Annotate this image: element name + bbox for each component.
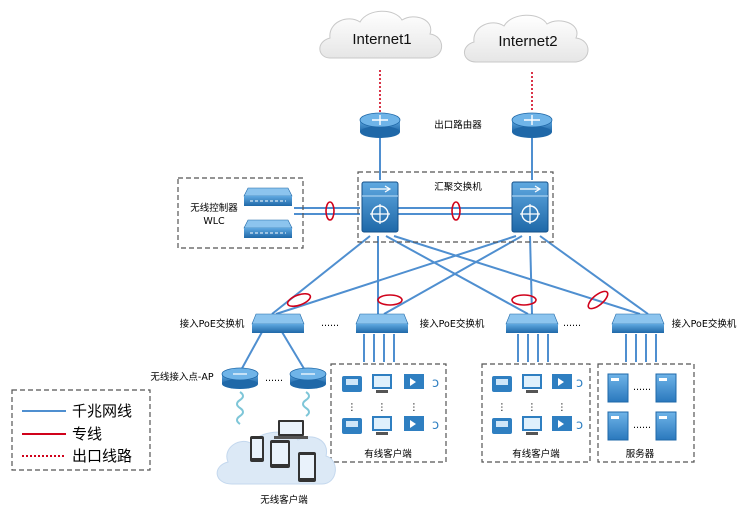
poe-switch-label-2: 接入PoE交换机	[420, 318, 485, 330]
poe-switch-3	[505, 313, 559, 333]
vdots: ⋮	[527, 402, 537, 413]
vdots: ⋮	[497, 402, 507, 413]
server-icon	[607, 373, 629, 403]
desktop-icon	[522, 374, 542, 393]
voip-icon: ↄ	[404, 416, 439, 433]
svg-text:ↄ: ↄ	[576, 418, 583, 433]
vdots: ⋮	[347, 402, 357, 413]
server-icon	[607, 411, 629, 441]
legend-leased-label: 专线	[72, 425, 102, 443]
wired-clients-group-1: ↄ ↄ ⋮ ⋮ ⋮	[342, 374, 439, 435]
server-ellipsis: ......	[633, 382, 651, 393]
switch-ellipsis-2: ......	[563, 318, 581, 329]
servers-group: ...... ......	[607, 373, 677, 441]
wireless-ap-1	[221, 367, 259, 389]
desktop-icon	[372, 416, 392, 435]
svg-text:ↄ: ↄ	[432, 418, 439, 433]
legend: 千兆网线 专线 出口线路	[22, 402, 132, 465]
ip-phone-icon	[342, 418, 362, 434]
server-icon	[655, 411, 677, 441]
legend-gigabit-label: 千兆网线	[72, 402, 132, 420]
aggregation-switch-2	[511, 181, 549, 233]
internet2-cloud: Internet2	[464, 14, 589, 63]
wlc-name-label: 无线控制器	[190, 202, 238, 214]
wireless-signal-links	[236, 391, 310, 425]
wireless-clients-label: 无线客户端	[260, 494, 308, 506]
voip-icon: ↄ	[552, 374, 583, 391]
ap-ellipsis: ......	[265, 373, 283, 384]
wlc-abbr-label: WLC	[203, 216, 225, 227]
vdots: ⋮	[377, 402, 387, 413]
wireless-ap-label: 无线接入点-AP	[150, 371, 213, 383]
gigabit-links	[239, 138, 657, 373]
wireless-clients-cloud	[216, 420, 336, 485]
poe-switch-label-3: 接入PoE交换机	[672, 318, 737, 330]
egress-router-1	[359, 112, 401, 138]
wlc-device-1	[243, 187, 293, 206]
internet2-label: Internet2	[498, 33, 557, 50]
svg-text:ↄ: ↄ	[432, 376, 439, 391]
internet1-label: Internet1	[352, 31, 411, 48]
switch-ellipsis-1: ......	[321, 318, 339, 329]
aggregation-switch-label: 汇聚交换机	[434, 181, 482, 193]
wireless-ap-2	[289, 367, 327, 389]
voip-icon: ↄ	[552, 416, 583, 433]
desktop-icon	[372, 374, 392, 393]
egress-router-label: 出口路由器	[434, 119, 482, 131]
ip-phone-icon	[342, 376, 362, 392]
poe-switch-4	[611, 313, 665, 333]
legend-egress-label: 出口线路	[72, 447, 132, 465]
wired-clients-label-2: 有线客户端	[512, 448, 560, 460]
wired-clients-group-2: ↄ ↄ ⋮ ⋮ ⋮	[492, 374, 583, 435]
vdots: ⋮	[409, 402, 419, 413]
egress-router-2	[511, 112, 553, 138]
wired-clients-label-1: 有线客户端	[364, 448, 412, 460]
group-frames	[11, 171, 695, 471]
desktop-icon	[522, 416, 542, 435]
wlc-device-2	[243, 219, 293, 238]
ip-phone-icon	[492, 418, 512, 434]
aggregation-switch-1	[361, 181, 399, 233]
server-icon	[655, 373, 677, 403]
vdots: ⋮	[557, 402, 567, 413]
server-ellipsis: ......	[633, 420, 651, 431]
voip-icon: ↄ	[404, 374, 439, 391]
poe-switch-label-1: 接入PoE交换机	[180, 318, 245, 330]
internet1-cloud: Internet1	[319, 10, 443, 59]
ip-phone-icon	[492, 376, 512, 392]
servers-label: 服务器	[626, 448, 655, 460]
poe-switch-2	[355, 313, 409, 333]
leased-line-markers	[286, 201, 609, 310]
svg-text:ↄ: ↄ	[576, 376, 583, 391]
poe-switch-1	[251, 313, 305, 333]
